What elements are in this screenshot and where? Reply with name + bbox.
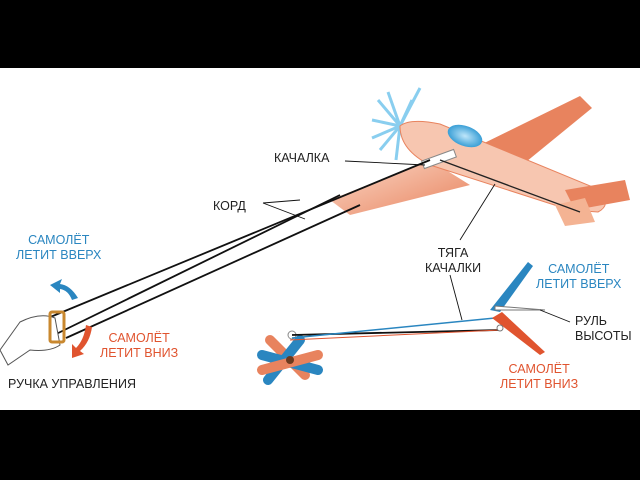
right-down-label: САМОЛЁТ ЛЕТИТ ВНИЗ <box>500 362 578 392</box>
left-up-line1: САМОЛЁТ <box>28 233 90 247</box>
propeller-icon <box>371 87 422 161</box>
bellcrank-mechanism <box>257 330 323 385</box>
arrow-up-icon <box>50 279 78 300</box>
pushrod-label: ТЯГА КАЧАЛКИ <box>425 246 481 276</box>
left-up-line2: ЛЕТИТ ВВЕРХ <box>16 248 102 262</box>
pushrod-line1: ТЯГА <box>437 246 469 260</box>
arrow-down-icon <box>72 325 92 358</box>
hand-with-handle <box>0 310 66 366</box>
right-up-line1: САМОЛЁТ <box>548 262 610 276</box>
handle-label: РУЧКА УПРАВЛЕНИЯ <box>8 377 136 391</box>
rocker-label: КАЧАЛКА <box>274 151 330 165</box>
airplane <box>330 96 630 226</box>
right-up-label: САМОЛЁТ ЛЕТИТ ВВЕРХ <box>536 262 621 292</box>
left-down-line2: ЛЕТИТ ВНИЗ <box>100 346 179 360</box>
left-down-line1: САМОЛЁТ <box>108 331 170 345</box>
elevator-horn <box>490 262 546 355</box>
pushrod-line2: КАЧАЛКИ <box>425 261 482 275</box>
right-down-line1: САМОЛЁТ <box>508 362 570 376</box>
control-cords <box>47 159 431 339</box>
elevator-line2: ВЫСОТЫ <box>575 329 632 343</box>
elevator-line1: РУЛЬ <box>575 314 607 328</box>
right-down-line2: ЛЕТИТ ВНИЗ <box>500 377 579 391</box>
leader-lines <box>262 160 571 323</box>
elevator-label: РУЛЬ ВЫСОТЫ <box>575 314 632 344</box>
cord-label: КОРД <box>213 199 246 213</box>
left-up-label: САМОЛЁТ ЛЕТИТ ВВЕРХ <box>16 233 101 263</box>
right-up-line2: ЛЕТИТ ВВЕРХ <box>536 277 622 291</box>
left-down-label: САМОЛЁТ ЛЕТИТ ВНИЗ <box>100 331 178 361</box>
